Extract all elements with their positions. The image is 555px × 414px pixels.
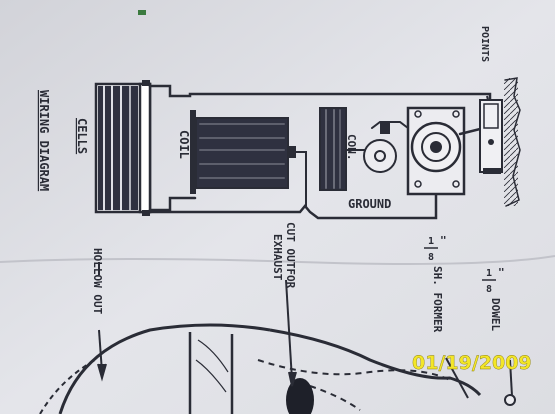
svg-text:SH. FORMER: SH. FORMER (431, 266, 444, 333)
cut-out-label: CUT OUTFOR (284, 222, 297, 289)
coil-label: COIL (177, 130, 191, 159)
points-label: POINTS (479, 26, 490, 62)
svg-text:": " (440, 234, 447, 247)
svg-text:8: 8 (486, 284, 492, 295)
condenser (319, 107, 373, 191)
green-speck (138, 10, 146, 15)
exhaust-label: EXHAUST (271, 234, 284, 281)
sh-former-label: 1 8 " SH. FORMER (424, 234, 447, 333)
ground-label: GROUND (348, 197, 391, 211)
svg-text:1: 1 (486, 268, 492, 279)
ignition-coil (190, 110, 307, 207)
cut-out-leader (285, 279, 293, 381)
camera-date-stamp: 01/19/2009 (412, 352, 532, 374)
svg-text:": " (498, 266, 505, 279)
wiring-diagram (94, 77, 521, 220)
dowel-label: 1 8 " DOWEL (482, 266, 505, 331)
svg-text:8: 8 (428, 252, 434, 263)
svg-text:1: 1 (428, 236, 434, 247)
battery-cells (94, 80, 152, 216)
condenser-label: CON. (345, 134, 358, 161)
contact-points (479, 99, 503, 174)
hollow-out-label: HOLLOW OUT (91, 248, 104, 315)
breaker-cam (363, 106, 486, 196)
wiring-diagram-title: WIRING DIAGRAM (37, 90, 51, 191)
leader-lines (97, 95, 513, 399)
cells-label: CELLS (75, 118, 89, 154)
paper-fold (0, 255, 555, 265)
engine-body-drawing (39, 323, 516, 414)
svg-text:DOWEL: DOWEL (489, 298, 502, 331)
hatched-mount (504, 78, 518, 206)
